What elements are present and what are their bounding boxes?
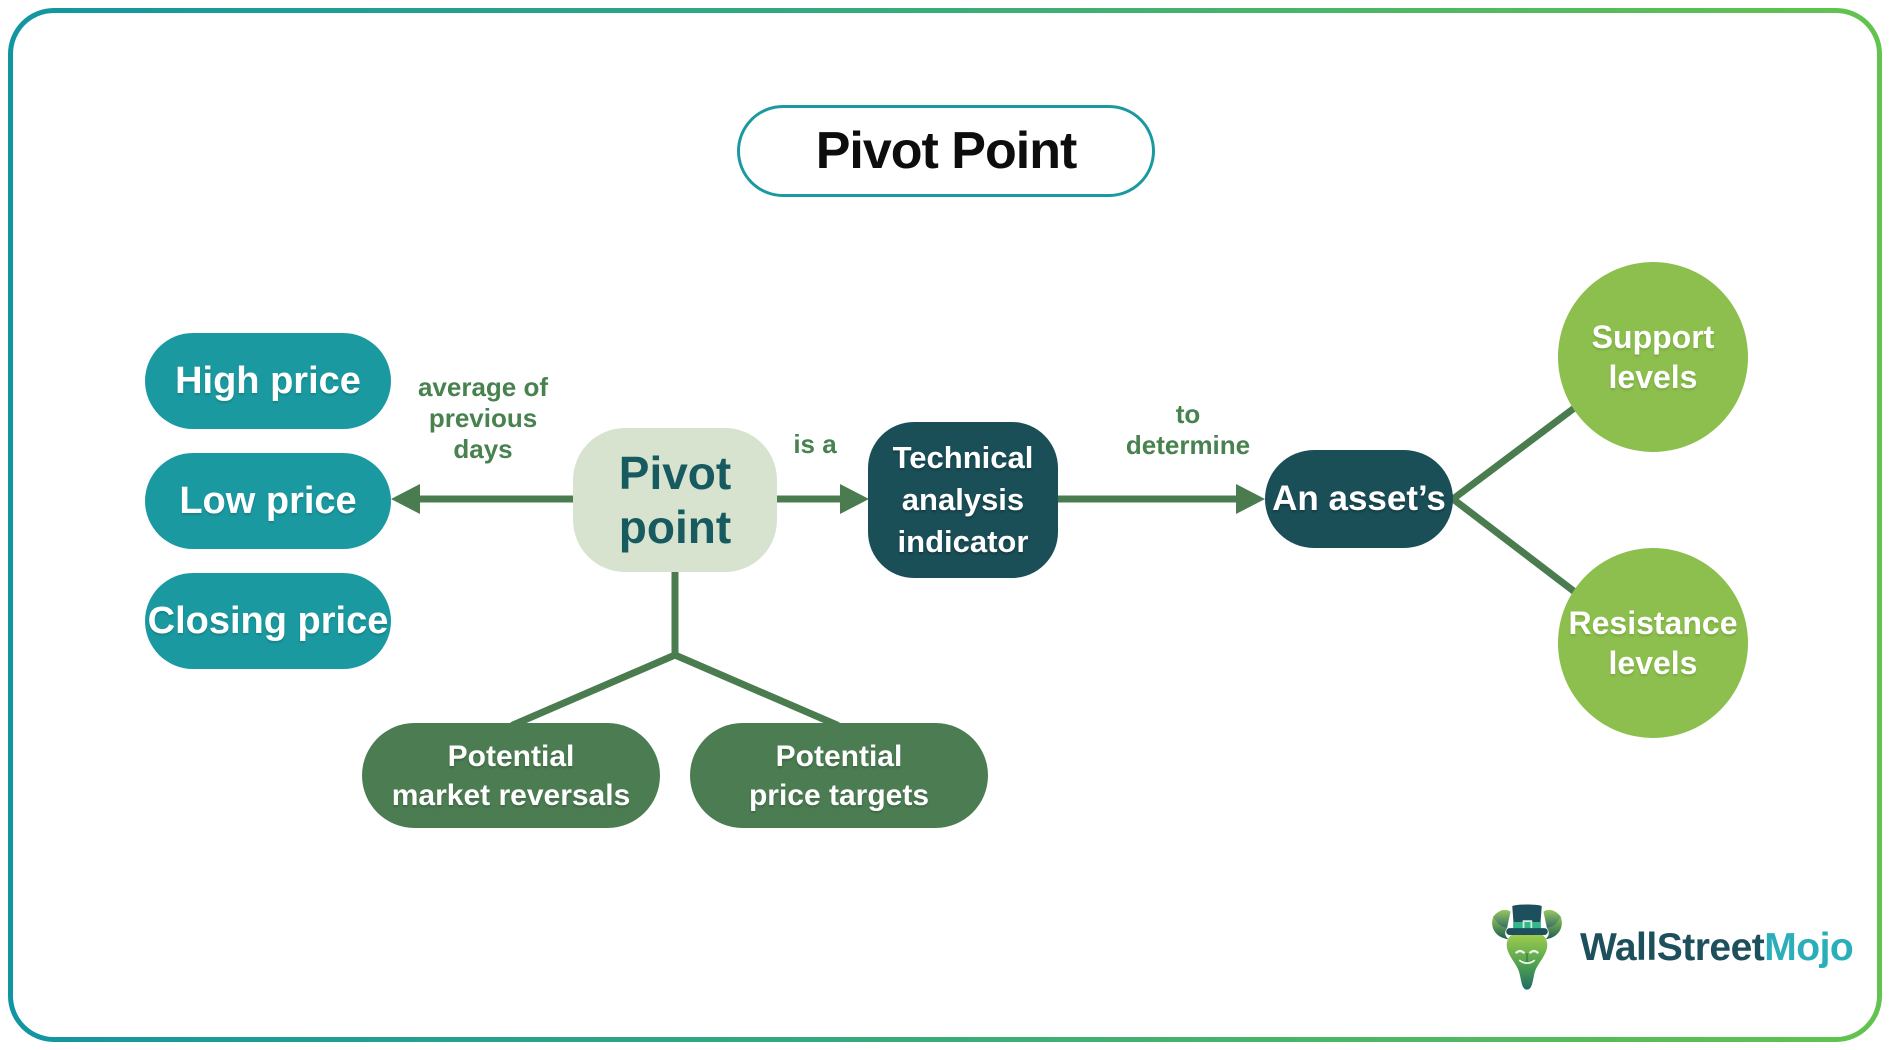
an-assets-label: An asset’s bbox=[1272, 479, 1446, 518]
resistance-levels-label: Resistance levels bbox=[1568, 605, 1738, 681]
title-pill: Pivot Point bbox=[737, 105, 1155, 197]
edge-label-is-a: is a bbox=[793, 429, 837, 459]
support-levels-label: Support levels bbox=[1591, 319, 1715, 395]
logo-text-mojo: Mojo bbox=[1764, 926, 1854, 969]
node-resistance-levels: Resistance levels bbox=[1558, 548, 1748, 738]
connector-branch-reversals bbox=[509, 651, 679, 729]
logo-text-wallstreet: WallStreet bbox=[1580, 926, 1765, 969]
node-potential-market-reversals: Potential market reversals bbox=[362, 723, 660, 828]
edge-label-to-determine: to determine bbox=[1125, 399, 1251, 460]
arrowhead-asset bbox=[1236, 484, 1265, 514]
arrowhead-lowprice bbox=[391, 484, 420, 514]
edge-label-average: average of previous days bbox=[417, 372, 549, 464]
connector-branch-targets bbox=[671, 651, 841, 729]
price-targets-label: Potential price targets bbox=[748, 739, 930, 812]
closing-price-label: Closing price bbox=[147, 599, 389, 642]
wallstreetmojo-wordmark: WallStreetMojo bbox=[1580, 926, 1854, 970]
node-pivot-point: Pivot point bbox=[573, 428, 777, 572]
wallstreetmojo-logo: WallStreetMojo bbox=[1488, 898, 1854, 998]
node-low-price: Low price bbox=[145, 453, 391, 549]
market-reversals-label: Potential market reversals bbox=[391, 739, 631, 812]
high-price-label: High price bbox=[175, 359, 361, 402]
low-price-label: Low price bbox=[179, 479, 357, 522]
node-closing-price: Closing price bbox=[145, 573, 391, 669]
page-title: Pivot Point bbox=[815, 122, 1078, 180]
node-technical-analysis-indicator: Technical analysis indicator bbox=[868, 422, 1058, 578]
pivot-point-label: Pivot point bbox=[618, 447, 732, 553]
node-an-assets: An asset’s bbox=[1265, 450, 1453, 548]
node-support-levels: Support levels bbox=[1558, 262, 1748, 452]
node-high-price: High price bbox=[145, 333, 391, 429]
arrowhead-technical bbox=[840, 484, 869, 514]
wallstreetmojo-bull-icon bbox=[1492, 904, 1562, 990]
technical-indicator-label: Technical analysis indicator bbox=[892, 440, 1034, 559]
node-potential-price-targets: Potential price targets bbox=[690, 723, 988, 828]
